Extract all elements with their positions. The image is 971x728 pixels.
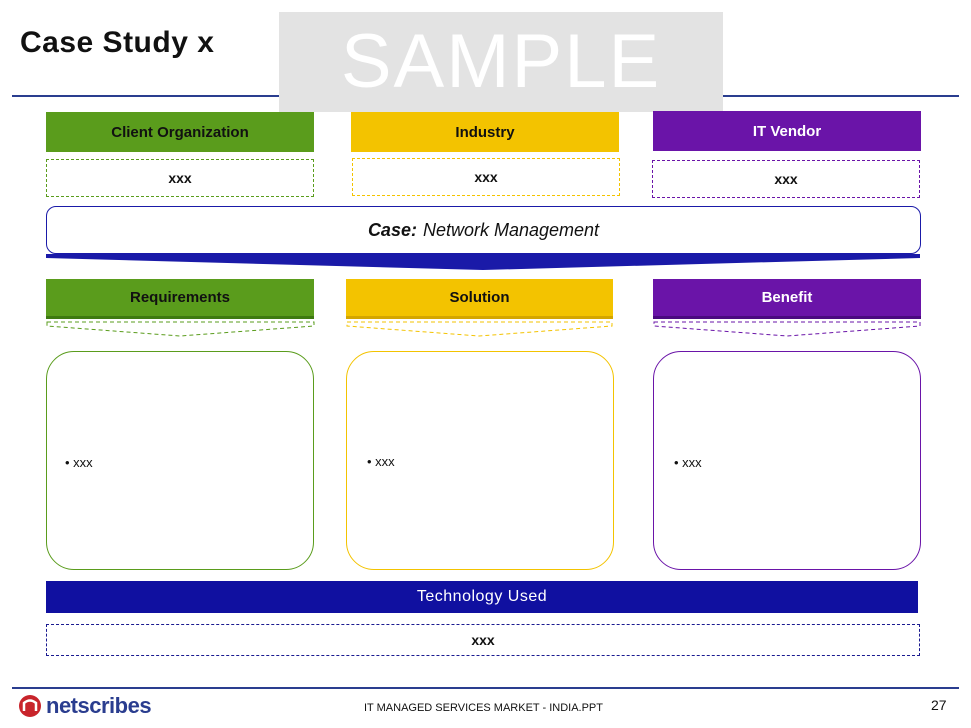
client-organization-header: Client Organization [46, 112, 314, 152]
solution-box: • xxx [346, 351, 614, 570]
client-organization-value: xxx [46, 159, 314, 197]
solution-arrow [346, 321, 613, 337]
benefit-arrow [653, 321, 921, 337]
sample-watermark: SAMPLE [279, 12, 723, 112]
case-prefix: Case: [367, 219, 417, 240]
footer-divider [12, 687, 959, 689]
case-text: Network Management [422, 219, 600, 240]
requirements-bullet: • xxx [65, 455, 93, 470]
logo-icon [19, 695, 41, 717]
case-banner: Case: Network Management [46, 206, 921, 254]
industry-value: xxx [352, 158, 620, 196]
requirements-box: • xxx [46, 351, 314, 570]
industry-header: Industry [351, 112, 619, 152]
slide-title: Case Study x [20, 26, 215, 59]
requirements-header: Requirements [46, 279, 314, 319]
benefit-box: • xxx [653, 351, 921, 570]
netscribes-logo: netscribes [18, 693, 152, 718]
benefit-bullet: • xxx [674, 455, 702, 470]
technology-used-value: xxx [46, 624, 920, 656]
it-vendor-value: xxx [652, 160, 920, 198]
solution-header: Solution [346, 279, 613, 319]
footer-text: IT MANAGED SERVICES MARKET - INDIA.PPT [364, 702, 603, 714]
logo-text: netscribes [46, 693, 152, 718]
requirements-arrow [46, 321, 315, 337]
case-chevron [46, 254, 920, 270]
benefit-header: Benefit [653, 279, 921, 319]
page-number: 27 [931, 697, 947, 713]
it-vendor-header: IT Vendor [653, 111, 921, 151]
technology-used-header: Technology Used [46, 581, 918, 613]
solution-bullet: • xxx [367, 454, 395, 469]
